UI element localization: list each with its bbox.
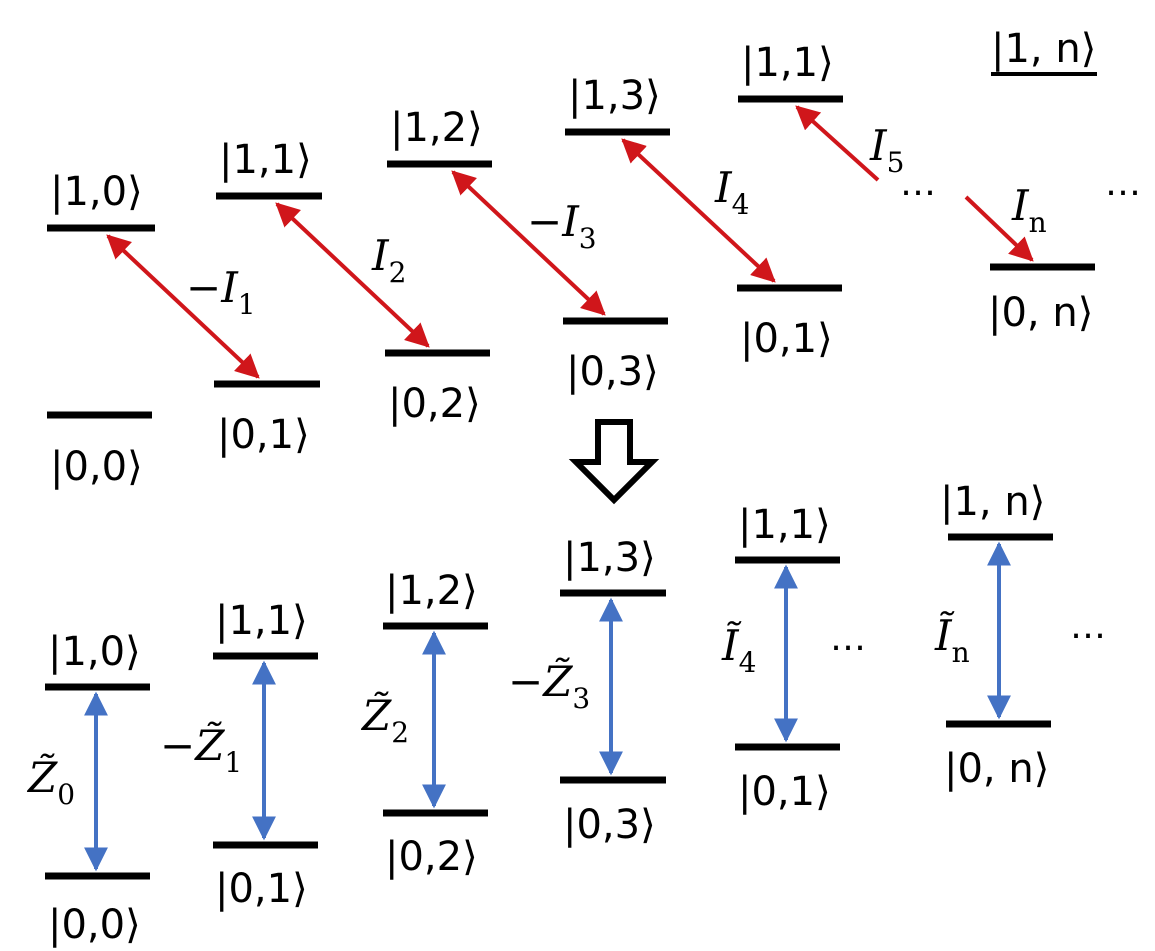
ket-bot-0-2: |0,2⟩: [385, 834, 478, 880]
ket-bot-0-1: |0,1⟩: [215, 866, 308, 912]
ellipsis-top-2: …: [1105, 163, 1141, 204]
ket-bot-1-3: |1,3⟩: [563, 535, 656, 581]
coupling-arrow-1: [106, 234, 260, 379]
label-bot-coupling-0: Z̃0: [26, 752, 75, 811]
ket-top-1-2: |1,2⟩: [390, 105, 483, 151]
ket-top-0-1b: |0,1⟩: [740, 316, 833, 362]
ket-top-0-0: |0,0⟩: [50, 444, 143, 490]
ket-top-1-0: |1,0⟩: [50, 169, 143, 215]
label-bot-coupling-4: Ĩ4: [721, 620, 756, 679]
coupling-arrow-5: [795, 105, 880, 182]
label-coupling-4: I4: [714, 163, 749, 221]
bottom-panel: |1,0⟩ |0,0⟩ |1,1⟩ |0,1⟩ |1,2⟩ |0,2⟩ |1,3…: [26, 479, 1106, 948]
ket-bot-0-0: |0,0⟩: [48, 902, 141, 948]
ket-top-0-1: |0,1⟩: [217, 412, 310, 458]
ket-top-1-1: |1,1⟩: [219, 137, 312, 183]
top-coupling-labels: −I1 I2 −I3 I4 I5 In … …: [186, 121, 1141, 321]
ellipsis-bot-1: …: [830, 618, 866, 659]
ket-bot-1-2: |1,2⟩: [385, 568, 478, 614]
ket-top-0-n: |0, n⟩: [988, 290, 1093, 336]
label-bot-coupling-1: −Z̃1: [160, 720, 242, 779]
ket-top-1-3: |1,3⟩: [568, 73, 661, 119]
top-panel: |1,0⟩ |0,0⟩ |1,1⟩ |0,1⟩ |1,2⟩ |0,2⟩ |1,3…: [47, 26, 1141, 490]
label-bot-coupling-n: Ĩn: [934, 610, 970, 669]
ket-top-1-n: |1, n⟩: [991, 26, 1096, 72]
coupling-arrow-4: [621, 138, 776, 283]
bottom-kets: |1,0⟩ |0,0⟩ |1,1⟩ |0,1⟩ |1,2⟩ |0,2⟩ |1,3…: [48, 479, 1049, 948]
ket-bot-1-1: |1,1⟩: [215, 598, 308, 644]
ket-bot-0-n: |0, n⟩: [944, 746, 1049, 792]
ket-bot-0-1b: |0,1⟩: [738, 769, 831, 815]
top-levels: [47, 95, 1095, 419]
ket-bot-1-0: |1,0⟩: [48, 629, 141, 675]
bottom-coupling-labels: Z̃0 −Z̃1 Z̃2 −Z̃3 Ĩ4 Ĩn … …: [26, 606, 1106, 811]
label-coupling-3: −I3: [527, 197, 597, 255]
label-coupling-n: In: [1011, 181, 1047, 239]
label-coupling-5: I5: [869, 121, 904, 179]
transform-down-arrow: [568, 419, 660, 505]
ket-top-0-3: |0,3⟩: [566, 349, 659, 395]
top-kets: |1,0⟩ |0,0⟩ |1,1⟩ |0,1⟩ |1,2⟩ |0,2⟩ |1,3…: [50, 26, 1097, 490]
ket-bot-0-3: |0,3⟩: [563, 802, 656, 848]
ellipsis-bot-2: …: [1070, 606, 1106, 647]
coupling-arrow-3: [451, 170, 606, 316]
coupling-arrow-n: [964, 195, 1034, 262]
ellipsis-top-1: …: [900, 163, 936, 204]
label-coupling-2: I2: [371, 231, 406, 289]
ket-bot-1-n: |1, n⟩: [940, 479, 1045, 525]
bottom-levels: [45, 533, 1053, 880]
ket-bot-1-1b: |1,1⟩: [738, 502, 831, 548]
ket-top-1-1b: |1,1⟩: [741, 40, 834, 86]
label-bot-coupling-3: −Z̃3: [508, 656, 590, 715]
top-couplings: [106, 105, 1034, 379]
label-bot-coupling-2: Z̃2: [360, 690, 409, 749]
label-coupling-1: −I1: [186, 263, 256, 321]
bottom-couplings: [84, 541, 1011, 872]
ket-top-0-2: |0,2⟩: [388, 381, 481, 427]
coupling-arrow-2: [275, 202, 430, 348]
